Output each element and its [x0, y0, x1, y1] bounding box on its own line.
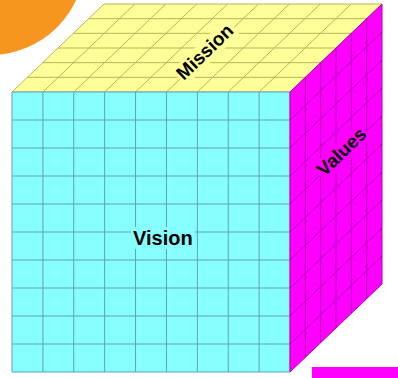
face-label: Vision	[131, 227, 195, 249]
grid-line	[290, 172, 382, 260]
grid-line	[89, 18, 367, 19]
grid-line	[290, 200, 382, 288]
cube-face: Values	[290, 4, 382, 372]
magenta-bar	[312, 367, 398, 378]
grid-line	[12, 344, 290, 345]
grid-line	[12, 176, 290, 177]
face-fill	[12, 92, 290, 372]
face-fill	[290, 4, 382, 372]
cube-face: Vision	[12, 92, 290, 372]
grid-line	[290, 116, 382, 204]
orange-circle	[0, 0, 85, 55]
grid-line	[290, 32, 382, 120]
grid-line	[290, 228, 382, 316]
grid-line	[290, 256, 382, 344]
grid-line	[12, 204, 290, 205]
grid-line	[12, 288, 290, 289]
grid-line	[12, 260, 290, 261]
grid-line	[12, 316, 290, 317]
face-shape	[290, 4, 382, 372]
grid-line	[27, 77, 305, 78]
grid-line	[12, 148, 290, 149]
grid-line	[12, 120, 290, 121]
